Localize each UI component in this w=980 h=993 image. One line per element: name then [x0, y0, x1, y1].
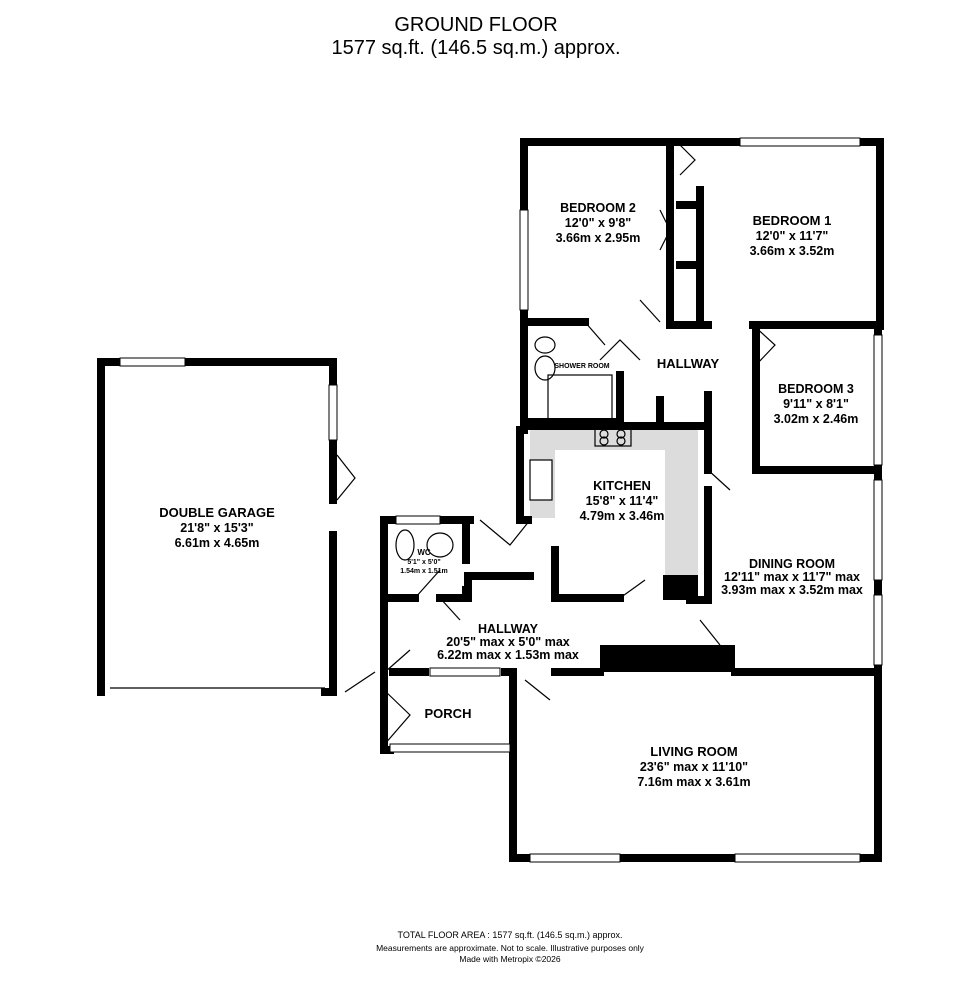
fixtures: [395, 336, 632, 561]
room-label-bedroom1: BEDROOM 1 12'0" x 11'7" 3.66m x 3.52m: [750, 213, 835, 258]
room-label-shower: SHOWER ROOM: [554, 363, 609, 370]
svg-text:5'1" x 5'0": 5'1" x 5'0": [407, 559, 440, 566]
svg-text:KITCHEN: KITCHEN: [593, 478, 651, 493]
room-label-hallway2: HALLWAY 20'5" max x 5'0" max 6.22m max x…: [437, 622, 579, 662]
house-walls: [380, 137, 884, 863]
svg-text:12'0" x 9'8": 12'0" x 9'8": [565, 216, 632, 230]
room-label-porch: PORCH: [425, 706, 472, 721]
room-label-bedroom2: BEDROOM 2 12'0" x 9'8" 3.66m x 2.95m: [556, 201, 641, 245]
svg-text:3.02m x 2.46m: 3.02m x 2.46m: [774, 412, 859, 426]
room-label-living: LIVING ROOM 23'6" max x 11'10" 7.16m max…: [637, 744, 750, 789]
floor-title: GROUND FLOOR: [394, 14, 558, 36]
room-label-kitchen: KITCHEN 15'8" x 11'4" 4.79m x 3.46m: [580, 478, 665, 523]
svg-text:21'8" x 15'3": 21'8" x 15'3": [180, 521, 253, 535]
svg-text:DOUBLE GARAGE: DOUBLE GARAGE: [159, 505, 275, 520]
room-label-dining: DINING ROOM 12'11" max x 11'7" max 3.93m…: [721, 557, 863, 597]
footer-disclaimer: Measurements are approximate. Not to sca…: [376, 943, 644, 953]
svg-text:6.61m x 4.65m: 6.61m x 4.65m: [175, 536, 260, 550]
svg-text:6.22m max x 1.53m max: 6.22m max x 1.53m max: [437, 648, 579, 662]
room-label-garage: DOUBLE GARAGE 21'8" x 15'3" 6.61m x 4.65…: [159, 505, 275, 550]
footer-credit: Made with Metropix ©2026: [459, 954, 561, 964]
room-label-hallway: HALLWAY: [657, 356, 720, 371]
svg-text:3.66m x 2.95m: 3.66m x 2.95m: [556, 231, 641, 245]
svg-text:15'8" x 11'4": 15'8" x 11'4": [586, 494, 659, 508]
room-label-wc: WC 5'1" x 5'0" 1.54m x 1.51m: [400, 548, 447, 575]
svg-text:12'11" max x 11'7" max: 12'11" max x 11'7" max: [724, 570, 860, 584]
svg-text:HALLWAY: HALLWAY: [478, 622, 539, 636]
svg-text:3.93m max x 3.52m max: 3.93m max x 3.52m max: [721, 583, 863, 597]
svg-text:3.66m x 3.52m: 3.66m x 3.52m: [750, 244, 835, 258]
svg-text:LIVING ROOM: LIVING ROOM: [650, 744, 737, 759]
svg-text:20'5" max x 5'0" max: 20'5" max x 5'0" max: [446, 635, 569, 649]
door-swings: [344, 144, 776, 746]
svg-text:12'0" x 11'7": 12'0" x 11'7": [756, 229, 829, 243]
svg-text:WC: WC: [417, 548, 431, 557]
svg-text:BEDROOM 2: BEDROOM 2: [560, 201, 636, 215]
room-label-bedroom3: BEDROOM 3 9'11" x 8'1" 3.02m x 2.46m: [774, 382, 859, 426]
svg-text:23'6" max x 11'10": 23'6" max x 11'10": [640, 760, 748, 774]
footer-total-area: TOTAL FLOOR AREA : 1577 sq.ft. (146.5 sq…: [397, 930, 623, 940]
floor-area-subtitle: 1577 sq.ft. (146.5 sq.m.) approx.: [331, 37, 621, 59]
garage-walls: [97, 357, 356, 696]
svg-text:BEDROOM 3: BEDROOM 3: [778, 382, 854, 396]
svg-text:1.54m x 1.51m: 1.54m x 1.51m: [400, 568, 447, 575]
svg-text:7.16m max x 3.61m: 7.16m max x 3.61m: [637, 775, 750, 789]
svg-text:BEDROOM 1: BEDROOM 1: [753, 213, 832, 228]
svg-text:9'11" x 8'1": 9'11" x 8'1": [783, 397, 849, 411]
svg-text:DINING ROOM: DINING ROOM: [749, 557, 835, 571]
svg-text:4.79m x 3.46m: 4.79m x 3.46m: [580, 509, 665, 523]
